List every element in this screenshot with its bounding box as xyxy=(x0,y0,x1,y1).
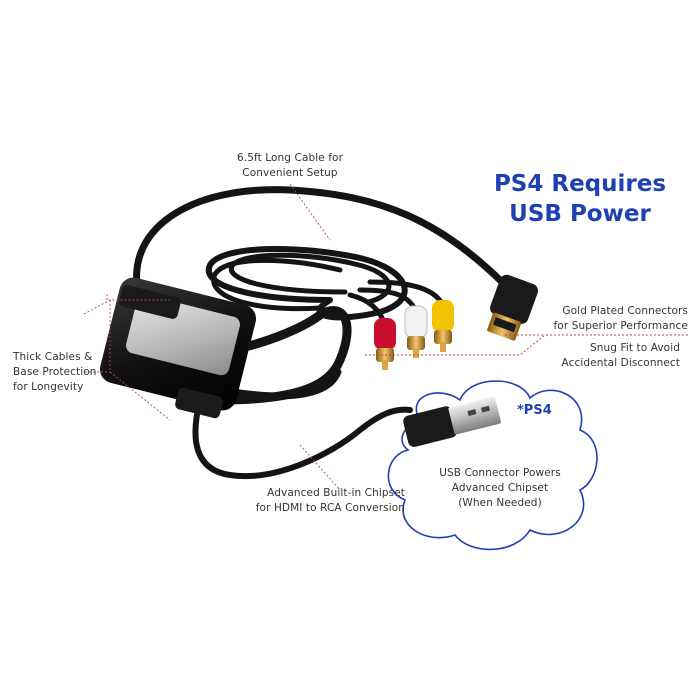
callout-chipset: Advanced Built-in Chipset for HDMI to RC… xyxy=(240,486,405,516)
callout-thick-cables-line2: Base Protection xyxy=(13,366,97,378)
rca-connector-yellow xyxy=(432,300,454,352)
callout-thick-cables-line3: for Longevity xyxy=(13,381,84,393)
usb-cable xyxy=(192,397,413,480)
usb-connector xyxy=(403,396,501,447)
rca-connector-red xyxy=(374,318,396,370)
cloud-text-line2: Advanced Chipset xyxy=(451,482,549,494)
callout-connectors-line1: Gold Plated Connectors xyxy=(562,305,688,317)
callout-chipset-line1: Advanced Built-in Chipset xyxy=(267,487,405,499)
cloud-text-line1: USB Connector Powers xyxy=(439,467,561,479)
cloud-text-line3: (When Needed) xyxy=(458,497,542,509)
callout-thick-cables-line1: Thick Cables & xyxy=(13,351,93,363)
callout-thick-cables: Thick Cables & Base Protection for Longe… xyxy=(13,350,113,395)
callout-connectors-line2: for Superior Performance xyxy=(553,320,688,332)
callout-connectors: Gold Plated Connectors for Superior Perf… xyxy=(540,304,688,334)
headline: PS4 Requires USB Power xyxy=(490,169,670,229)
ps4-tag: *PS4 xyxy=(517,403,552,418)
callout-line-thick xyxy=(83,299,171,421)
callout-fit-line2: Accidental Disconnect xyxy=(561,357,680,369)
callout-chipset-line2: for HDMI to RCA Conversion xyxy=(255,502,405,514)
hdmi-cable xyxy=(133,186,509,304)
callout-fit: Snug Fit to Avoid Accidental Disconnect xyxy=(540,341,680,371)
callout-fit-line1: Snug Fit to Avoid xyxy=(590,342,680,354)
callout-cable-length-line2: Convenient Setup xyxy=(242,167,338,179)
hdmi-connector xyxy=(487,274,539,341)
converter-box xyxy=(99,277,257,419)
coil-loop-mid xyxy=(211,257,343,312)
callout-line-cable xyxy=(289,183,331,241)
callout-cable-length-line1: 6.5ft Long Cable for xyxy=(237,152,343,164)
callout-cable-length: 6.5ft Long Cable for Convenient Setup xyxy=(220,151,360,181)
rca-connector-white xyxy=(404,305,428,358)
ribbon-cable-2 xyxy=(228,368,342,400)
headline-line1: PS4 Requires xyxy=(493,171,667,197)
headline-line2: USB Power xyxy=(509,201,651,227)
cable-bundle xyxy=(133,186,509,480)
cloud-text: USB Connector Powers Advanced Chipset (W… xyxy=(420,466,580,511)
callout-lines xyxy=(83,183,690,491)
coil-loop-outer xyxy=(205,245,408,321)
callout-line-connectors xyxy=(365,334,690,356)
